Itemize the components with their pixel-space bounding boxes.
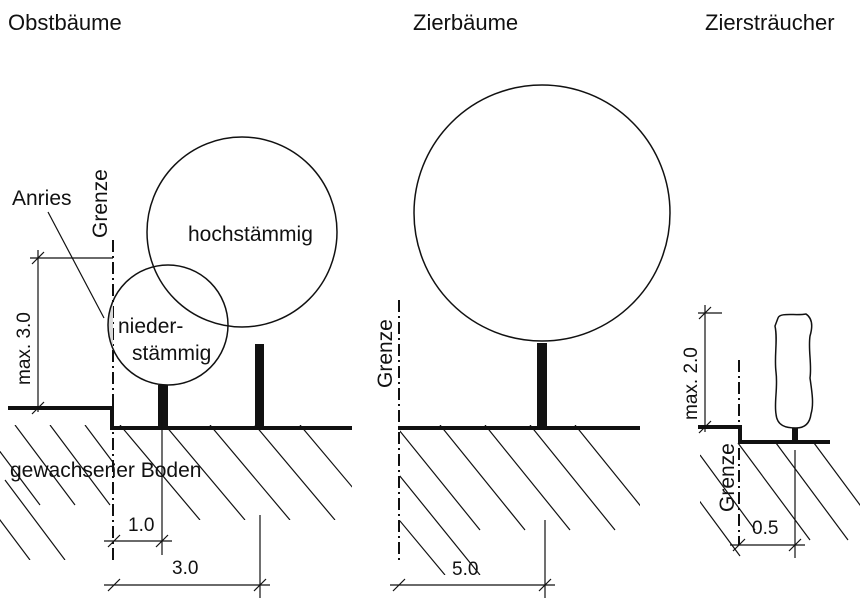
- niederstaemmig-label-2: stämmig: [132, 342, 211, 365]
- section-ziersraeucher: Ziersträucher Grenze max. 2.0 0.5: [681, 10, 860, 558]
- height-label-strauch: max. 2.0: [681, 347, 702, 420]
- niederstaemmig-label-1: nieder-: [118, 315, 183, 338]
- title-ziersraeucher: Ziersträucher: [705, 10, 835, 35]
- title-zierbaeume: Zierbäume: [413, 10, 518, 35]
- distance-dimension-zier: [390, 520, 555, 598]
- hochstaemmig-label: hochstämmig: [188, 223, 313, 246]
- distance-label-obst-small: 1.0: [128, 515, 154, 536]
- distance-label-strauch: 0.5: [752, 518, 778, 539]
- ground-line-strauch: [698, 425, 830, 444]
- grenze-label-obst: Grenze: [89, 169, 112, 238]
- distance-label-zier: 5.0: [452, 559, 478, 580]
- strauch-shape: [774, 313, 814, 429]
- strauch-stem: [792, 428, 798, 442]
- distance-dimension-strauch: [730, 450, 805, 558]
- anries-leader: [47, 211, 105, 319]
- zierbaum-trunk: [537, 343, 547, 428]
- distance-dimensions-obst: [104, 410, 270, 598]
- section-zierbaeume: Zierbäume Grenze 5.0: [374, 10, 671, 598]
- title-obstbaeume: Obstbäume: [8, 10, 122, 35]
- niederstaemmig-trunk: [158, 385, 168, 428]
- ground-hatching-zier: [400, 425, 640, 575]
- ground-hatching-obst: [0, 425, 115, 560]
- ground-hatching-strauch: [700, 442, 860, 557]
- ground-hatching-obst-right: [119, 425, 352, 520]
- boden-label: gewachsener Boden: [10, 459, 201, 482]
- distance-label-obst-large: 3.0: [172, 558, 198, 579]
- anries-label: Anries: [12, 187, 72, 210]
- grenze-label-zier: Grenze: [374, 319, 397, 388]
- grenze-label-strauch: Grenze: [716, 443, 739, 512]
- hochstaemmig-trunk: [255, 344, 264, 428]
- section-obstbaeume: Obstbäume Grenze Anries hochstämmig nied…: [0, 10, 352, 598]
- height-dimension-obst: [30, 250, 113, 415]
- height-label-obst: max. 3.0: [14, 312, 35, 385]
- hochstaemmig-crown: [146, 136, 338, 328]
- height-dimension-strauch: [698, 305, 722, 434]
- zierbaum-crown: [413, 84, 671, 342]
